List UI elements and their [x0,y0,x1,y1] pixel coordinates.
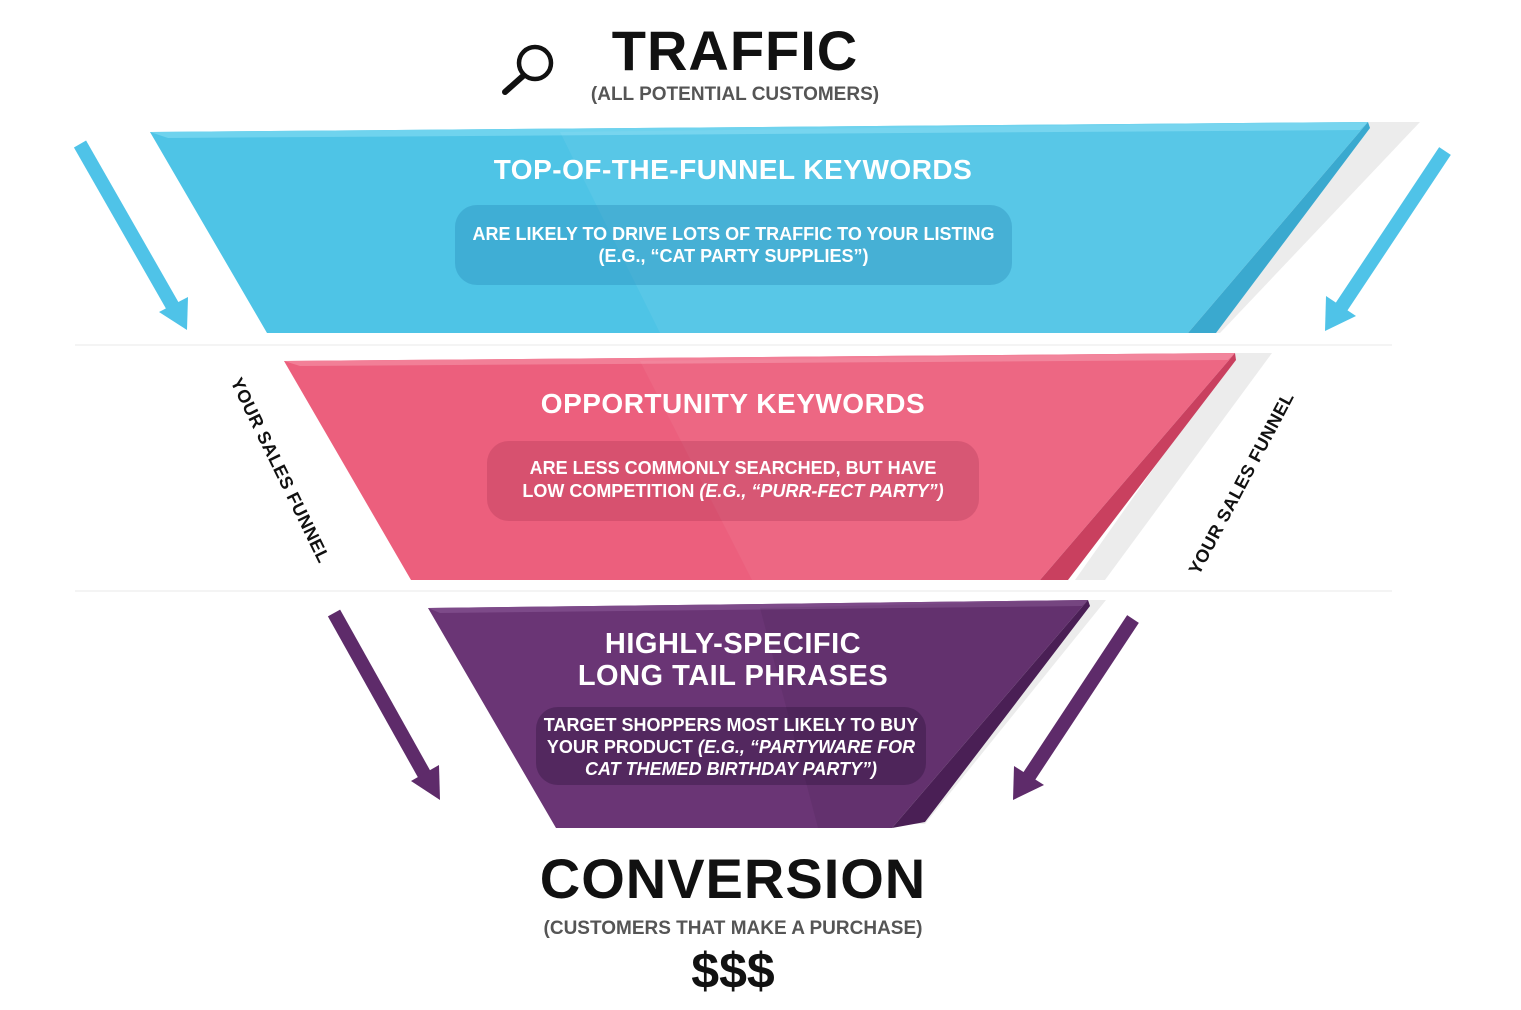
stage-middle-description-plain: LOW COMPETITION [522,481,700,501]
stage-bottom-description-line: TARGET SHOPPERS MOST LIKELY TO BUY [543,715,919,735]
magnifying-glass-icon [502,44,554,95]
stage-bottom-title-line: HIGHLY-SPECIFIC [604,628,862,660]
stage-middle-description-example: (E.G., “PURR-FECT PARTY”) [699,481,944,501]
stage-top-description-line: (E.G., “CAT PARTY SUPPLIES”) [598,246,869,266]
conversion-title: CONVERSION [539,847,927,910]
funnel-stage-bottom [428,600,1106,828]
stage-bottom-description-example-cont: CAT THEMED BIRTHDAY PARTY”) [584,759,877,779]
stage-top-description-line: ARE LIKELY TO DRIVE LOTS OF TRAFFIC TO Y… [472,224,995,244]
stage-middle-description: ARE LESS COMMONLY SEARCHED, BUT HAVE LOW… [487,441,979,521]
arrow-cyan-right-icon [1325,147,1451,331]
arrow-cyan-left-icon [73,140,188,330]
arrow-purple-right-icon [1013,615,1139,800]
stage-bottom-title-line: LONG TAIL PHRASES [577,660,889,692]
funnel-stage-middle [284,353,1272,580]
arrow-purple-left-icon [327,609,440,800]
stage-bottom-title: HIGHLY-SPECIFIC LONG TAIL PHRASES [520,628,946,692]
traffic-subtitle: (ALL POTENTIAL CUSTOMERS) [590,84,880,105]
stage-middle-title: OPPORTUNITY KEYWORDS [540,388,926,419]
funnel-stage-top [150,122,1420,333]
money-symbol: $$$ [691,943,775,999]
conversion-subtitle: (CUSTOMERS THAT MAKE A PURCHASE) [543,918,923,939]
stage-bottom-description-example: (E.G., “PARTYWARE FOR [697,737,916,757]
traffic-title: TRAFFIC [611,19,859,82]
stage-bottom-description-plain: YOUR PRODUCT [546,737,698,757]
stage-top-title: TOP-OF-THE-FUNNEL KEYWORDS [493,154,973,185]
stage-top-description: ARE LIKELY TO DRIVE LOTS OF TRAFFIC TO Y… [455,205,1012,285]
stage-bottom-description: TARGET SHOPPERS MOST LIKELY TO BUY YOUR … [536,707,926,785]
stage-bottom-description-line: YOUR PRODUCT (E.G., “PARTYWARE FOR [536,736,926,758]
stage-middle-description-line: LOW COMPETITION (E.G., “PURR-FECT PARTY”… [487,480,979,503]
stage-middle-description-line: ARE LESS COMMONLY SEARCHED, BUT HAVE [529,458,937,478]
